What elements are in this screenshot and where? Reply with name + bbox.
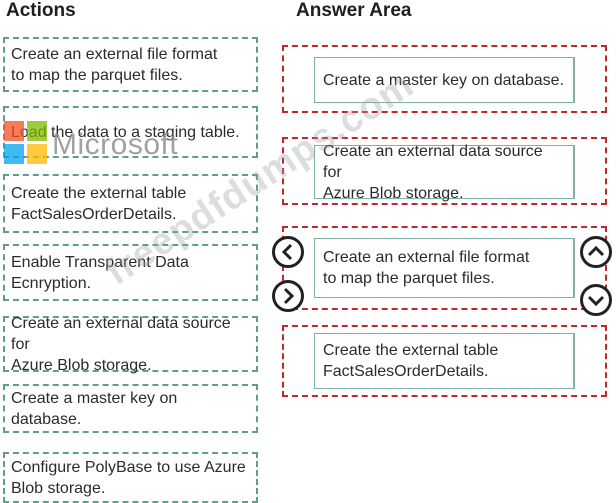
answer-slot[interactable]: Create an external data source for Azure…	[282, 137, 607, 205]
chevron-left-icon	[281, 243, 293, 261]
answer-item[interactable]: Create a master key on database.	[314, 57, 575, 103]
answer-item-selected[interactable]: Create an external file format to map th…	[314, 238, 575, 298]
action-item[interactable]: Create the external table FactSalesOrder…	[3, 174, 258, 233]
action-label: Create an external file format to map th…	[11, 45, 218, 84]
action-item[interactable]: Enable Transparent Data Ecnryption.	[3, 244, 258, 301]
action-item[interactable]: Create a master key on database.	[3, 384, 258, 433]
chevron-right-icon	[283, 287, 295, 305]
action-label: Configure PolyBase to use Azure Blob sto…	[11, 458, 246, 497]
move-right-button[interactable]	[272, 280, 304, 312]
answer-slot-selected[interactable]: Create an external file format to map th…	[282, 226, 607, 310]
answer-slot[interactable]: Create the external table FactSalesOrder…	[282, 325, 607, 397]
answer-label: Create a master key on database.	[323, 71, 565, 89]
move-down-button[interactable]	[580, 284, 612, 316]
action-item[interactable]: Create an external file format to map th…	[3, 37, 258, 92]
answer-item[interactable]: Create an external data source for Azure…	[314, 143, 575, 202]
move-left-button[interactable]	[272, 236, 304, 268]
action-item[interactable]: Create an external data source for Azure…	[3, 315, 258, 374]
answer-area-heading: Answer Area	[296, 0, 412, 21]
action-label: Create the external table FactSalesOrder…	[11, 184, 187, 223]
microsoft-logo-icon	[4, 121, 47, 164]
actions-heading: Actions	[6, 0, 76, 21]
answer-label: Create an external file format to map th…	[323, 249, 530, 287]
chevron-up-icon	[587, 245, 605, 257]
answer-item[interactable]: Create the external table FactSalesOrder…	[314, 333, 575, 389]
action-label: Enable Transparent Data Ecnryption.	[11, 253, 189, 292]
answer-slot[interactable]: Create a master key on database.	[282, 45, 607, 113]
answer-label: Create an external data source for Azure…	[323, 142, 543, 202]
action-item[interactable]: Configure PolyBase to use Azure Blob sto…	[3, 452, 258, 503]
move-up-button[interactable]	[580, 236, 612, 268]
answer-label: Create the external table FactSalesOrder…	[323, 342, 499, 380]
action-label: Create an external data source for Azure…	[11, 314, 231, 374]
chevron-down-icon	[587, 295, 605, 307]
logo-watermark-text: Microsoft	[52, 128, 179, 161]
action-label: Create a master key on database.	[11, 389, 178, 428]
